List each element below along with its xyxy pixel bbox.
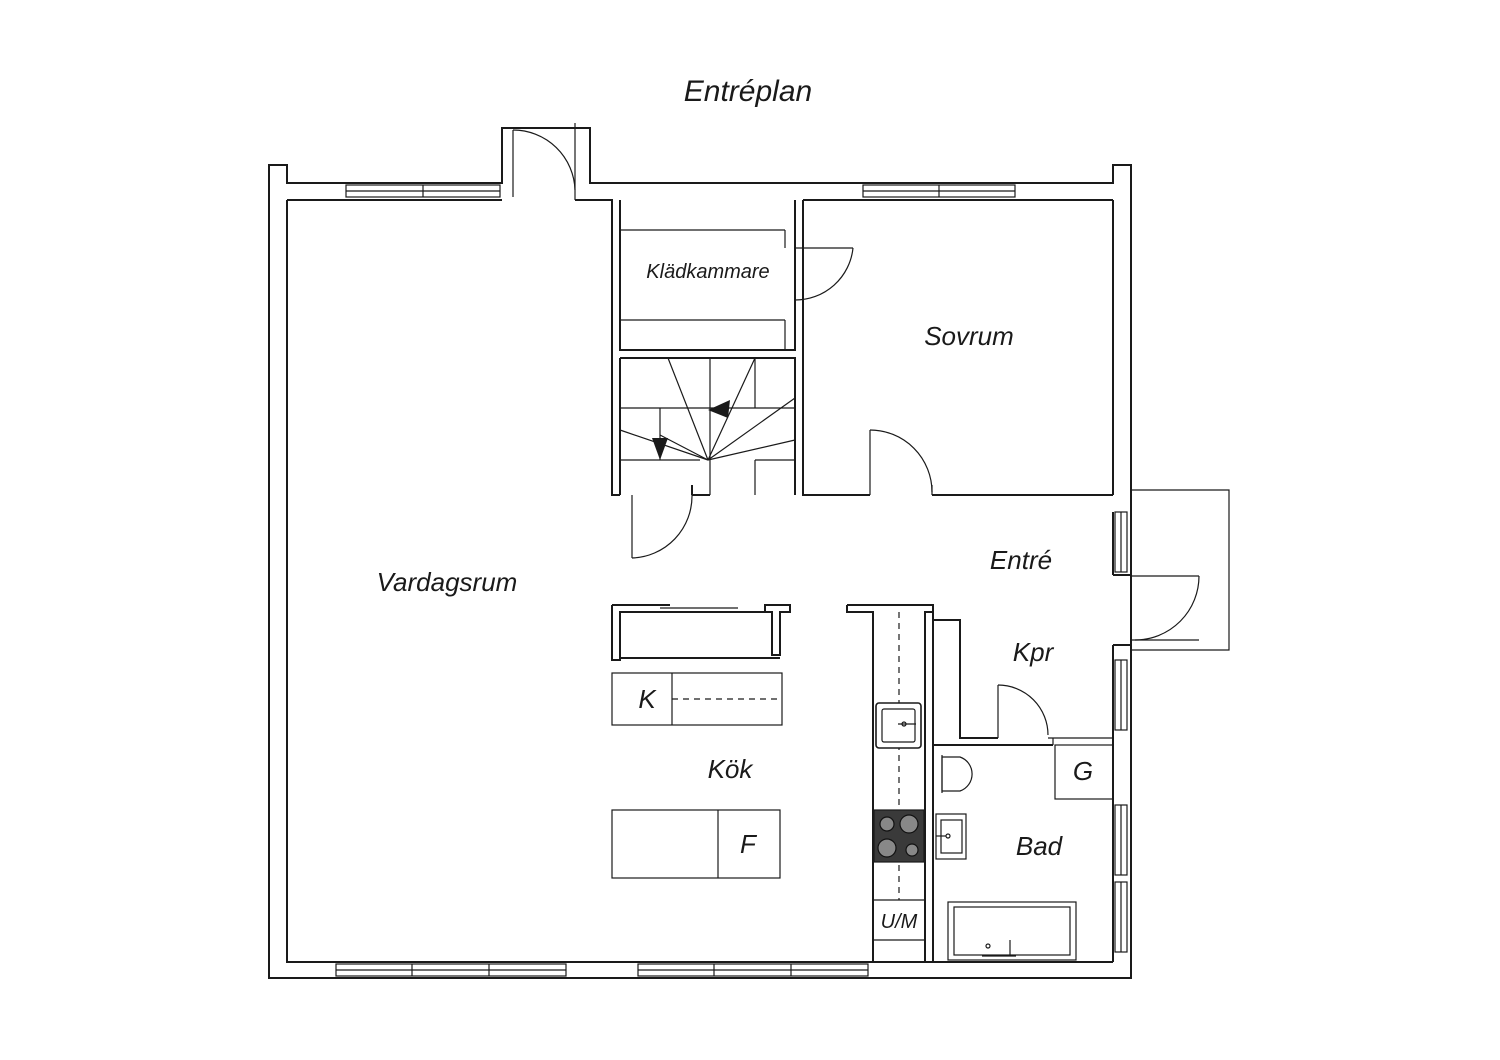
room-label-sovrum: Sovrum bbox=[924, 321, 1014, 351]
fixture-label-fridge: K bbox=[638, 684, 657, 714]
room-label-kladkammare: Klädkammare bbox=[646, 261, 769, 283]
bathroom bbox=[935, 744, 1114, 961]
room-label-vardagsrum: Vardagsrum bbox=[377, 567, 518, 597]
staircase bbox=[619, 357, 796, 559]
plan-title: Entréplan bbox=[684, 75, 812, 108]
front-door-top bbox=[512, 123, 576, 200]
fixture-label-freezer: F bbox=[740, 829, 758, 859]
kitchen bbox=[611, 604, 934, 962]
walk-in-closet bbox=[619, 200, 854, 351]
fixture-label-washer: G bbox=[1073, 756, 1093, 786]
exterior-walls bbox=[268, 127, 1132, 979]
bedroom bbox=[802, 199, 1113, 496]
entry-hall-walls bbox=[932, 612, 1113, 962]
room-label-kok: Kök bbox=[708, 754, 755, 784]
room-label-kpr: Kpr bbox=[1013, 637, 1055, 667]
room-label-bad: Bad bbox=[1016, 831, 1064, 861]
entry-porch bbox=[1131, 489, 1230, 651]
windows bbox=[335, 184, 1128, 977]
fixture-label-um: U/M bbox=[881, 911, 918, 933]
room-label-entre: Entré bbox=[990, 545, 1052, 575]
